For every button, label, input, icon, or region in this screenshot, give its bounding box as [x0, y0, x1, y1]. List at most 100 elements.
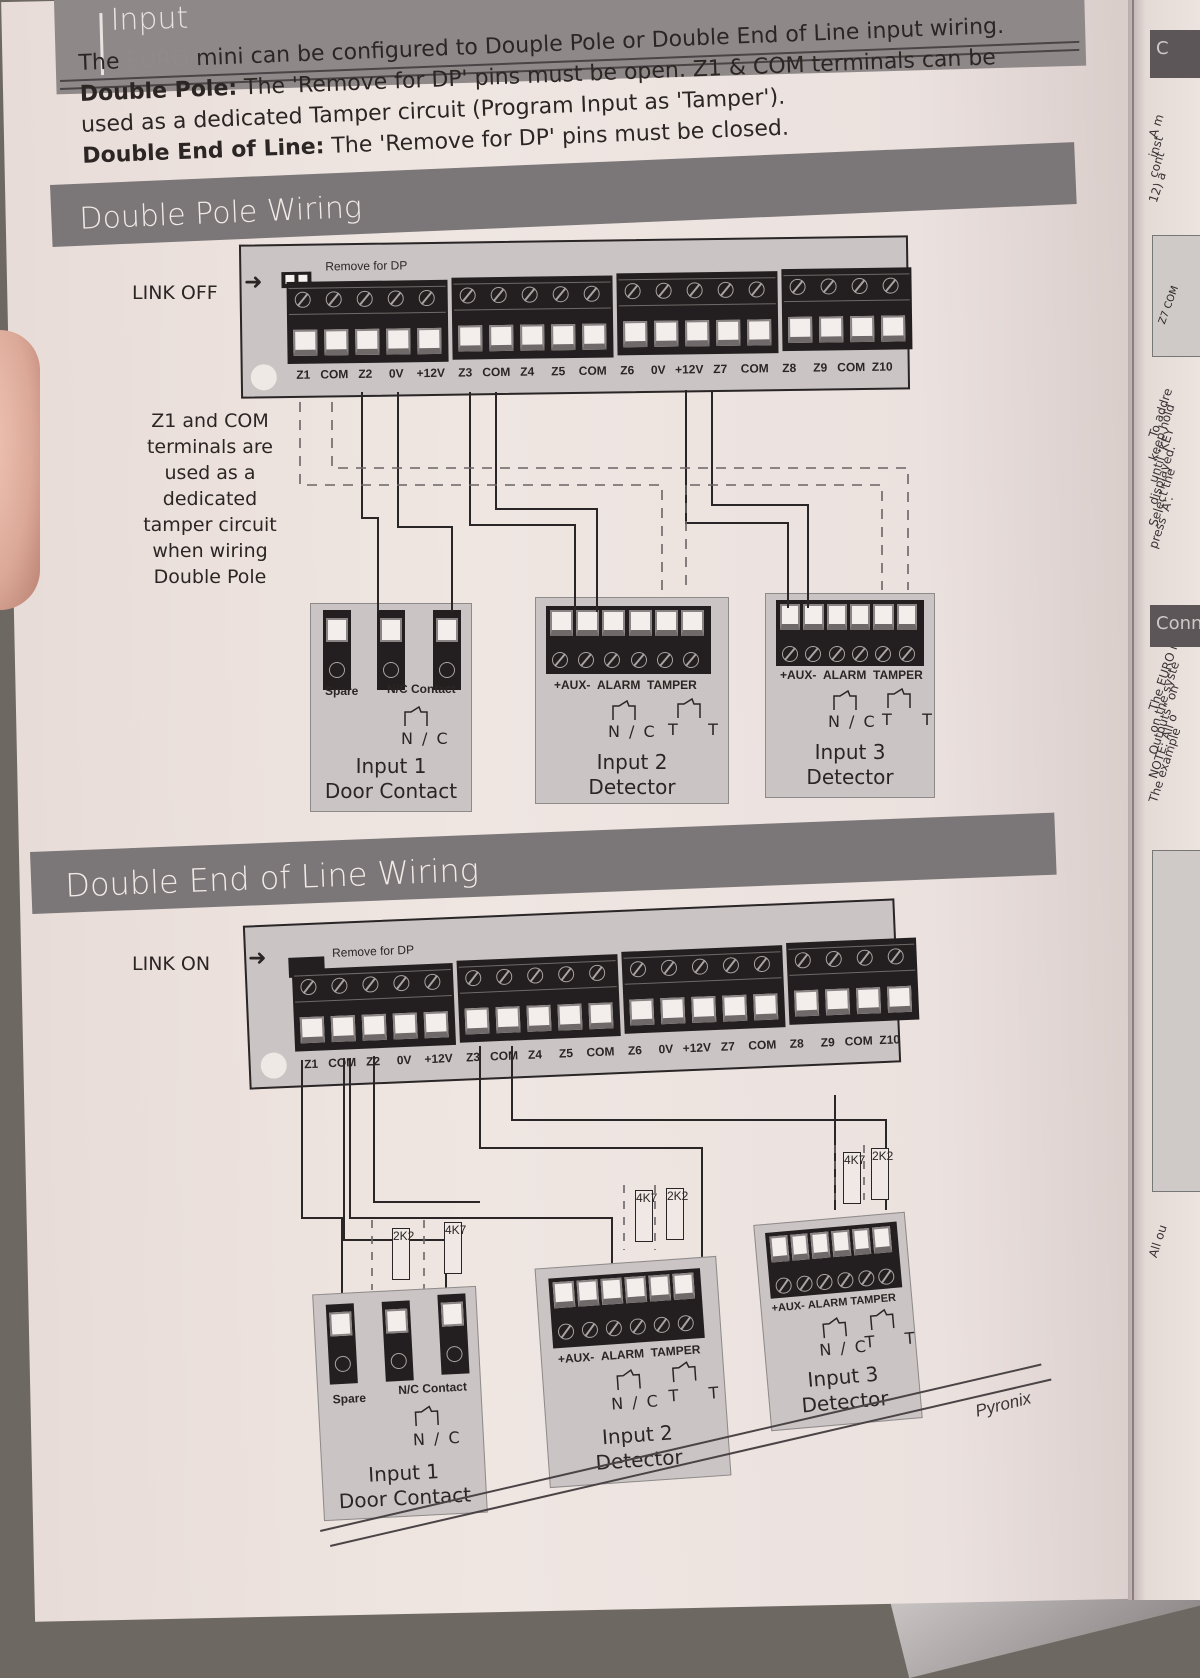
screw-icon[interactable]: [552, 652, 568, 668]
nc-switch-icon: [414, 1405, 439, 1427]
terminal-socket[interactable]: [624, 1275, 648, 1304]
tamper-switch-icon: [887, 687, 911, 708]
wire: [397, 392, 453, 612]
screw-icon[interactable]: [857, 1269, 875, 1288]
terminal-nc-1: [377, 610, 405, 690]
terminal-socket[interactable]: [872, 1226, 893, 1254]
alarm-switch-icon: [616, 1369, 641, 1391]
terminal-socket[interactable]: [803, 604, 824, 630]
thumb: [0, 330, 40, 610]
screw-icon[interactable]: [604, 652, 621, 668]
label-spare: Spare: [332, 1390, 367, 1407]
label-nc-contact: N/C Contact: [397, 1379, 468, 1398]
screw-icon[interactable]: [875, 646, 892, 662]
terminal-socket[interactable]: [552, 1280, 576, 1309]
detector-terminal-block: [546, 606, 711, 674]
resistor-input3-b: 2K2: [871, 1148, 893, 1200]
screw-icon[interactable]: [605, 1319, 623, 1337]
screw-icon[interactable]: [805, 646, 822, 662]
nc-label: N / C: [412, 1427, 463, 1450]
facing-header: C: [1150, 30, 1200, 78]
arrow-right-icon: ➜: [244, 270, 263, 295]
terminal-socket[interactable]: [851, 1227, 872, 1256]
terminal-socket[interactable]: [769, 1235, 790, 1263]
screw-icon[interactable]: [653, 1316, 671, 1334]
screw-icon[interactable]: [898, 646, 915, 662]
wire: [469, 392, 576, 612]
terminal-socket[interactable]: [648, 1274, 672, 1302]
screw-icon[interactable]: [557, 1323, 575, 1341]
alarm-switch-icon: [833, 689, 857, 710]
detector-terminal-block: [776, 600, 924, 666]
screw-icon[interactable]: [828, 646, 845, 662]
side-note-line: tamper circuit: [143, 514, 277, 536]
screw-icon[interactable]: [774, 1276, 793, 1295]
terminal-socket[interactable]: [576, 1279, 600, 1307]
screw-icon[interactable]: [852, 646, 868, 662]
terminal-socket[interactable]: [628, 610, 652, 636]
terminal-socket[interactable]: [850, 604, 871, 630]
tamper-switch-icon: [672, 1361, 697, 1383]
screw-icon[interactable]: [682, 652, 699, 668]
terminal-socket[interactable]: [654, 610, 678, 636]
link-on-label: LINK ON: [132, 953, 211, 975]
wire: [349, 1058, 613, 1278]
screw-icon[interactable]: [795, 1275, 813, 1293]
terminal-socket[interactable]: [780, 604, 801, 630]
terminal-spare: [325, 1303, 358, 1385]
tamper-tt-label: T T: [668, 720, 720, 739]
screw-icon[interactable]: [677, 1314, 695, 1332]
screw-icon[interactable]: [630, 652, 647, 668]
terminal-nc-2: [433, 610, 461, 690]
terminal-socket[interactable]: [600, 1277, 624, 1305]
side-note-line: Double Pole: [153, 566, 267, 588]
facing-header-connect: Connect: [1150, 605, 1200, 647]
nc-label: N / C: [610, 1391, 661, 1414]
terminal-socket[interactable]: [602, 610, 626, 636]
screw-icon[interactable]: [629, 1318, 647, 1336]
terminal-socket[interactable]: [896, 604, 917, 630]
screw-icon[interactable]: [836, 1271, 855, 1289]
terminal-socket[interactable]: [826, 604, 847, 630]
detector-terminal-block: [765, 1221, 903, 1299]
label-spare: Spare: [325, 684, 359, 698]
screw-icon[interactable]: [578, 652, 595, 668]
terminal-socket[interactable]: [576, 610, 600, 636]
screw-icon[interactable]: [877, 1267, 896, 1286]
terminal-socket[interactable]: [831, 1229, 851, 1258]
wiring-double-pole: [361, 390, 883, 612]
resistor-input1-b: 4K7: [444, 1222, 466, 1274]
tamper-tt-label: T T: [864, 1328, 918, 1352]
wire: [495, 392, 598, 612]
terminal-socket[interactable]: [680, 610, 704, 636]
nc-label: N / C: [828, 712, 877, 731]
screw-icon[interactable]: [656, 652, 673, 668]
terminal-socket[interactable]: [873, 604, 894, 630]
terminal-socket[interactable]: [550, 610, 574, 636]
terminal-socket[interactable]: [672, 1272, 696, 1300]
terminal-socket[interactable]: [810, 1231, 831, 1259]
resistor-input2-b: 2K2: [666, 1188, 688, 1240]
nc-switch-icon: [404, 705, 428, 726]
screw-icon[interactable]: [816, 1273, 834, 1291]
screw-icon[interactable]: [581, 1321, 599, 1339]
side-note-line: dedicated: [162, 488, 258, 510]
tamper-wire-dashed: [690, 484, 883, 590]
terminal-socket[interactable]: [789, 1233, 810, 1261]
detector-terminal-labels: +AUX- ALARM TAMPER: [554, 678, 697, 692]
wire: [479, 1046, 703, 1262]
screw-icon[interactable]: [782, 646, 798, 662]
side-note-line: Z1 and COM: [151, 410, 269, 432]
resistor-input3-a: 4K7: [843, 1152, 865, 1204]
wire: [711, 390, 809, 608]
